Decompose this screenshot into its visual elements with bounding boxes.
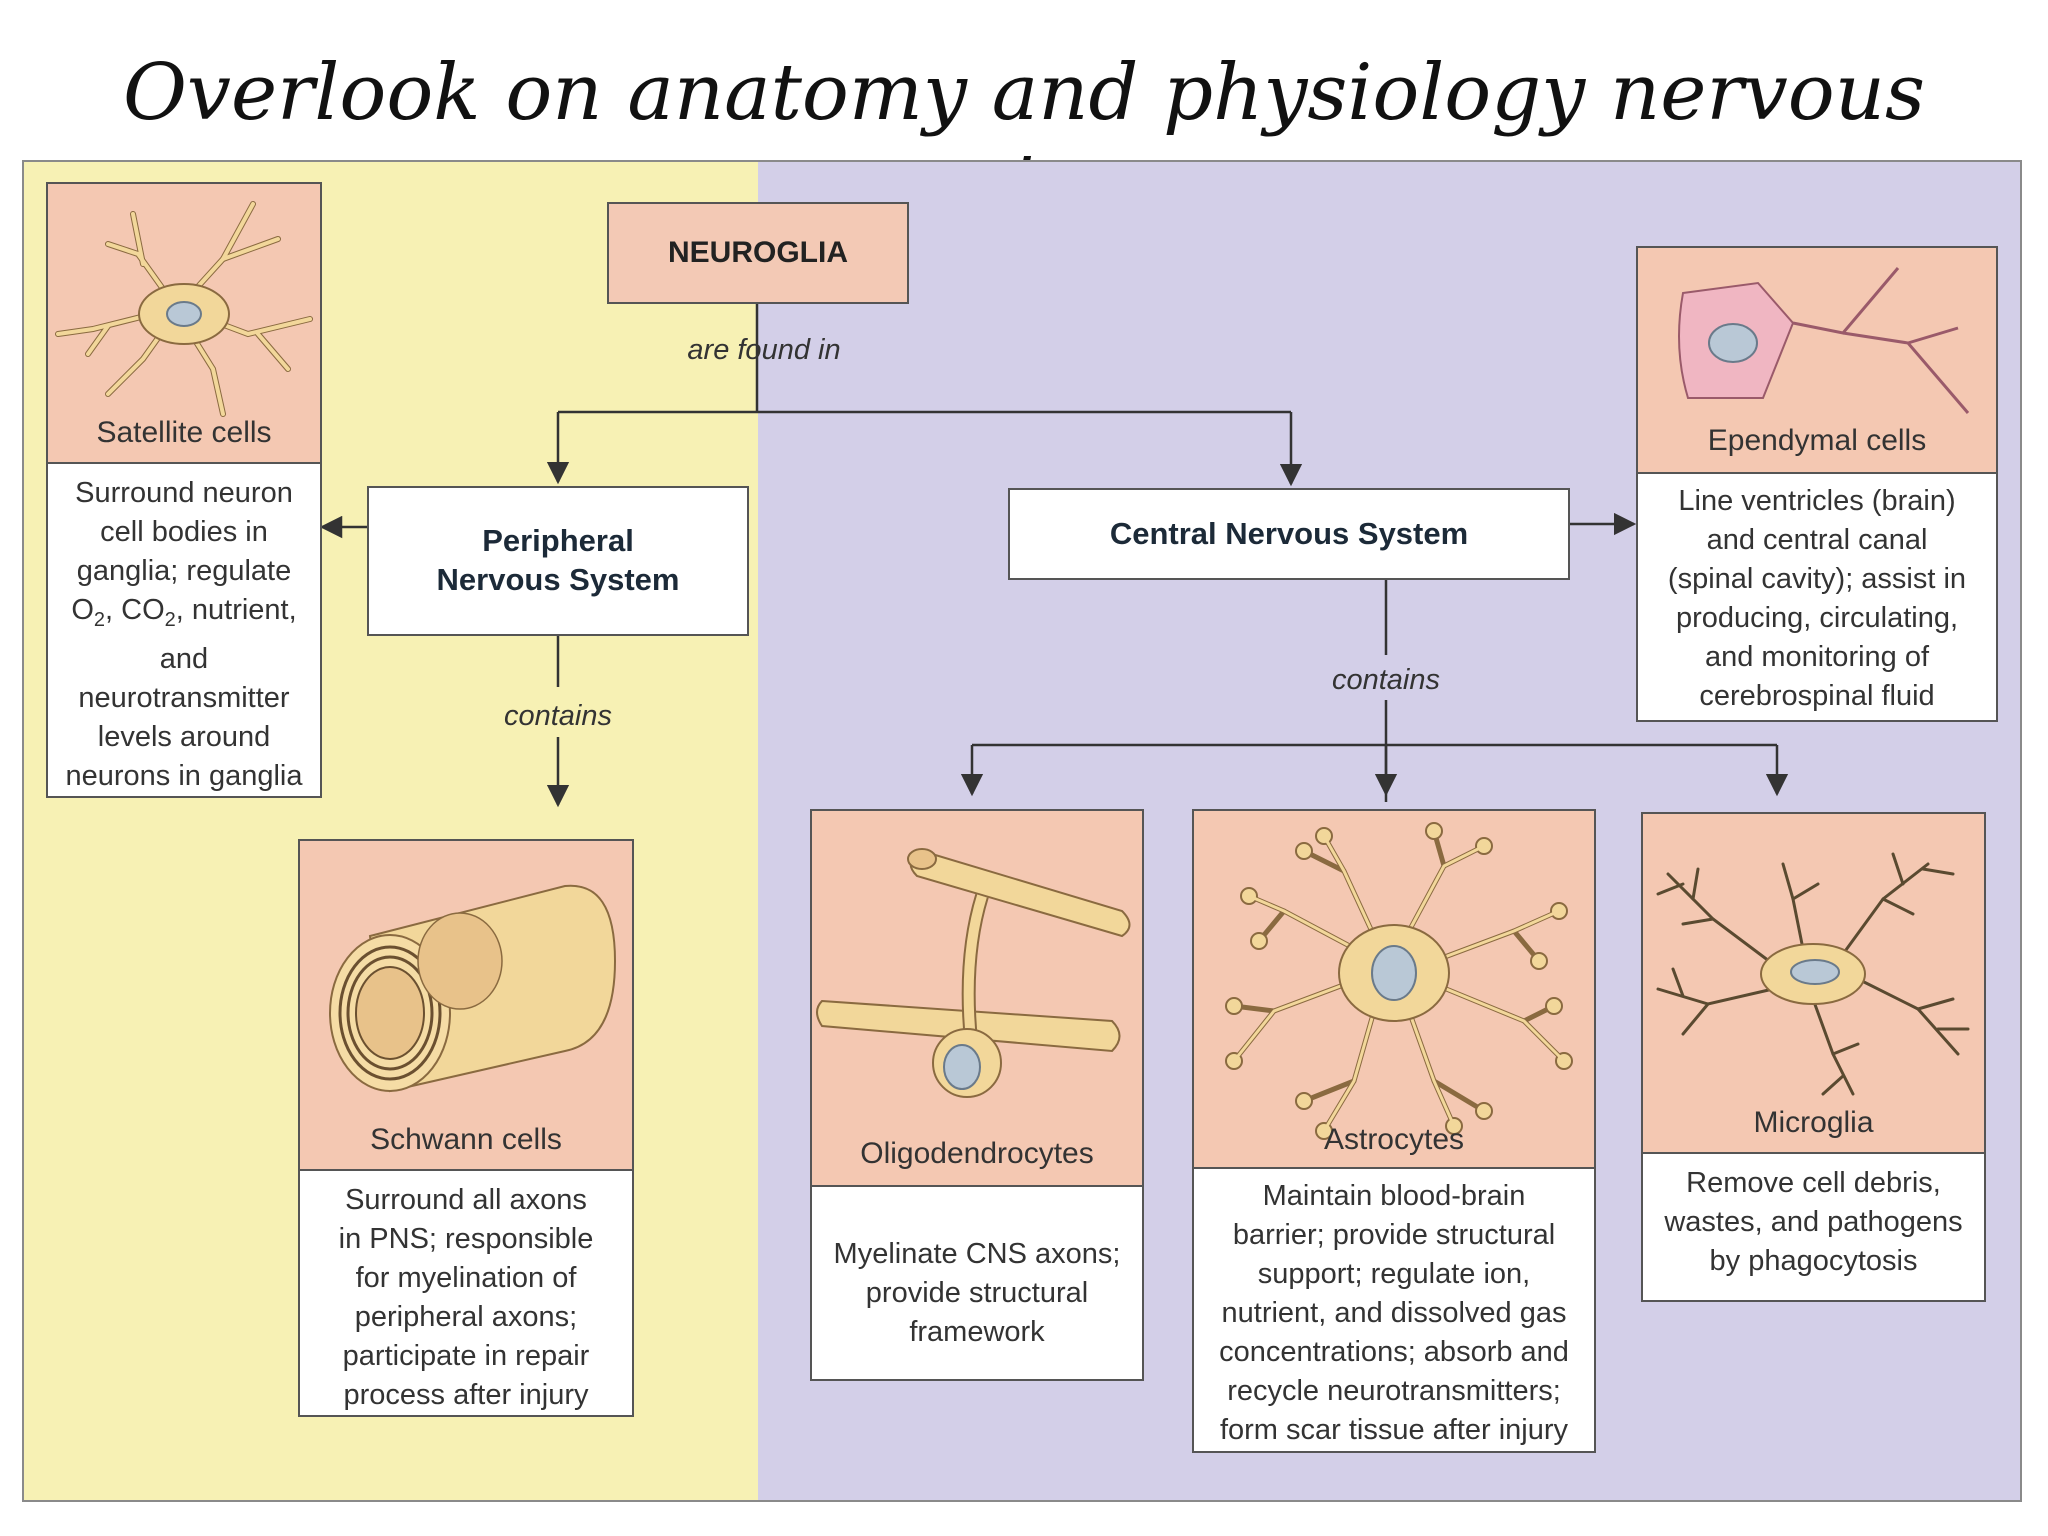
satellite-desc-line: and — [159, 642, 209, 675]
astrocytes-desc-line: barrier; provide structural — [1232, 1219, 1556, 1251]
schwann-desc-line: peripheral axons; — [354, 1301, 578, 1333]
satellite-desc-line: Surround neuron — [75, 477, 293, 509]
nutrient-text: , nutrient, — [175, 594, 297, 626]
oligodendrocytes-name: Oligodendrocytes — [860, 1137, 1094, 1170]
ependymal-cells-name: Ependymal cells — [1707, 424, 1927, 457]
satellite-cells-name: Satellite cells — [96, 416, 272, 449]
ependymal-cell-illustration: Ependymal cells — [1638, 248, 1996, 474]
microglia-icon — [1656, 852, 1970, 1096]
satellite-desc-line: neurons in ganglia — [65, 759, 303, 792]
astrocyte-illustration: Astrocytes — [1194, 811, 1594, 1169]
schwann-cells-card: Schwann cells Surround all axons in PNS;… — [298, 839, 634, 1417]
satellite-desc-line: neurotransmitter — [78, 681, 290, 714]
microglia-desc-line: Remove cell debris, — [1686, 1167, 1941, 1199]
schwann-desc-line: for myelination of — [355, 1262, 577, 1294]
oligodendrocytes-desc-line: framework — [909, 1316, 1045, 1348]
oligodendrocyte-icon — [816, 848, 1131, 1098]
o2-text: O — [71, 594, 94, 626]
ependymal-desc-line: and monitoring of — [1704, 641, 1930, 673]
ependymal-desc-line: and central canal — [1706, 524, 1928, 556]
ependymal-desc-line: producing, circulating, — [1675, 602, 1959, 634]
central-nervous-system-box: Central Nervous System — [1008, 488, 1570, 580]
microglia-desc-line: by phagocytosis — [1709, 1245, 1918, 1277]
astrocytes-name: Astrocytes — [1323, 1123, 1465, 1156]
astrocytes-description: Maintain blood-brain barrier; provide st… — [1194, 1177, 1594, 1450]
pns-label-line1: Peripheral — [482, 523, 634, 559]
astrocytes-desc-line: support; regulate ion, — [1257, 1258, 1531, 1290]
astrocytes-desc-line: Maintain blood-brain — [1262, 1180, 1526, 1212]
schwann-cell-illustration: Schwann cells — [300, 841, 632, 1171]
ependymal-desc-line: (spinal cavity); assist in — [1667, 563, 1967, 595]
satellite-gas-line: O2, CO2, nutrient, — [54, 591, 314, 640]
co2-text: , CO — [105, 594, 165, 626]
microglia-illustration: Microglia — [1643, 814, 1984, 1154]
schwann-cells-description: Surround all axons in PNS; responsible f… — [300, 1181, 632, 1415]
satellite-cell-illustration: Satellite cells — [48, 184, 320, 464]
oligodendrocytes-desc-line: provide structural — [865, 1277, 1089, 1309]
astrocytes-card: Astrocytes Maintain blood-brain barrier;… — [1192, 809, 1596, 1453]
schwann-desc-line: Surround all axons — [345, 1184, 587, 1216]
oligodendrocytes-card: Oligodendrocytes Myelinate CNS axons; pr… — [810, 809, 1144, 1381]
are-found-in-label: are found in — [687, 334, 841, 366]
co2-subscript: 2 — [164, 608, 176, 631]
satellite-cell-icon — [55, 201, 313, 417]
astrocytes-desc-line: concentrations; absorb and — [1219, 1336, 1569, 1368]
cns-contains-label: contains — [1331, 664, 1440, 696]
astrocytes-desc-line: form scar tissue after injury — [1219, 1414, 1569, 1446]
schwann-desc-line: participate in repair — [342, 1340, 590, 1372]
satellite-desc-line: ganglia; regulate — [76, 555, 292, 587]
schwann-cells-name: Schwann cells — [370, 1123, 562, 1156]
satellite-cells-card: Satellite cells Surround neuron cell bod… — [46, 182, 322, 798]
astrocyte-icon — [1225, 822, 1573, 1140]
schwann-desc-line: in PNS; responsible — [338, 1223, 594, 1255]
microglia-card: Microglia Remove cell debris, wastes, an… — [1641, 812, 1986, 1302]
microglia-name: Microglia — [1753, 1106, 1874, 1139]
ependymal-desc-line: cerebrospinal fluid — [1699, 680, 1935, 712]
pns-label-line2: Nervous System — [436, 562, 680, 597]
satellite-cells-description: Surround neuron cell bodies in ganglia; … — [48, 474, 320, 796]
neuroglia-box: NEUROGLIA — [607, 202, 909, 304]
satellite-desc-line: levels around — [97, 720, 271, 753]
ependymal-cell-icon — [1678, 267, 1970, 414]
pns-contains-label: contains — [503, 700, 612, 732]
schwann-desc-line: process after injury — [343, 1379, 589, 1411]
astrocytes-desc-line: recycle neurotransmitters; — [1227, 1375, 1561, 1407]
ependymal-desc-line: Line ventricles (brain) — [1678, 485, 1956, 517]
oligodendrocytes-desc-line: Myelinate CNS axons; — [833, 1238, 1121, 1270]
schwann-cell-icon — [329, 884, 617, 1093]
ependymal-cells-card: Ependymal cells Line ventricles (brain) … — [1636, 246, 1998, 722]
oligodendrocytes-description: Myelinate CNS axons; provide structural … — [812, 1235, 1142, 1352]
oligodendrocyte-illustration: Oligodendrocytes — [812, 811, 1142, 1187]
ependymal-cells-description: Line ventricles (brain) and central cana… — [1638, 482, 1996, 716]
o2-subscript: 2 — [93, 608, 106, 631]
microglia-description: Remove cell debris, wastes, and pathogen… — [1643, 1164, 1984, 1281]
peripheral-nervous-system-box: Peripheral Nervous System — [367, 486, 749, 636]
microglia-desc-line: wastes, and pathogens — [1664, 1206, 1963, 1238]
connector-lines — [319, 304, 1789, 808]
diagram-panel: are found in contains contains NEUROGLIA… — [22, 160, 2022, 1502]
astrocytes-desc-line: nutrient, and dissolved gas — [1221, 1297, 1567, 1329]
satellite-desc-line: cell bodies in — [100, 516, 268, 548]
